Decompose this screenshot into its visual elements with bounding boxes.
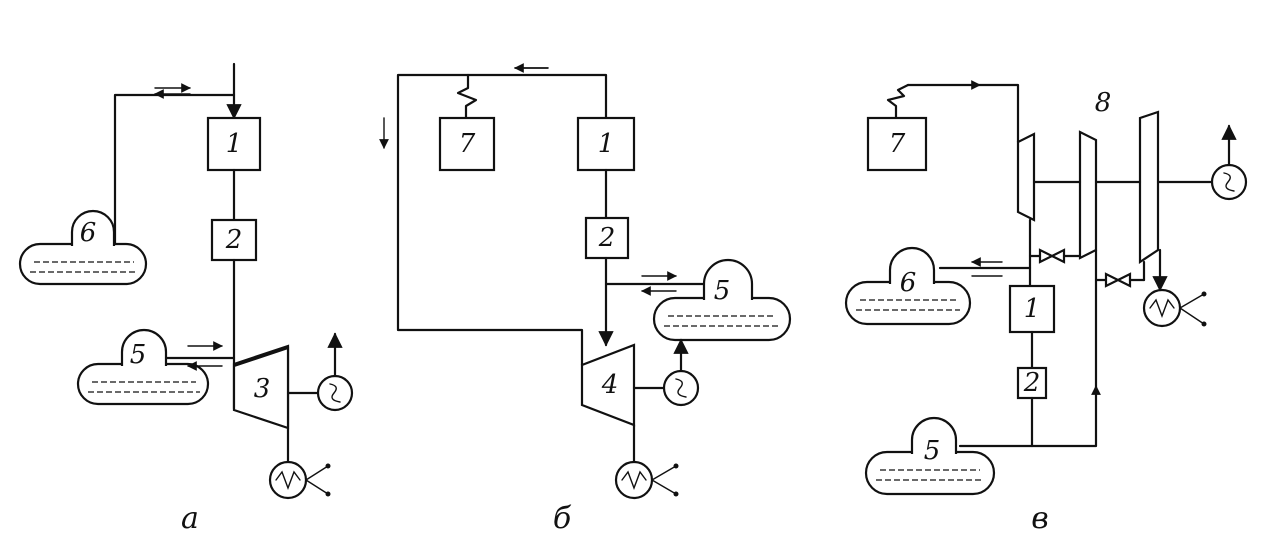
a-generator-s-icon — [329, 383, 341, 403]
c-box-7 — [866, 116, 928, 172]
scheme-b: 7 1 2 5 4 б — [379, 63, 792, 536]
a-condenser-coil-icon — [275, 470, 301, 490]
b-reactor-box — [576, 116, 636, 172]
c-tank-5-label: 5 — [924, 436, 941, 466]
a-reactor-box — [206, 116, 262, 172]
c-reactor-label: 1 — [1024, 294, 1041, 324]
a-tank-6-label: 6 — [80, 218, 97, 248]
c-generator-circle — [1210, 163, 1248, 201]
caption-b: б — [553, 501, 572, 536]
c-cooling-pipe-1 — [1179, 293, 1205, 309]
c-generator-s-icon — [1223, 172, 1235, 192]
caption-c: в — [1031, 501, 1048, 536]
a-tank-6: 6 — [18, 209, 148, 286]
b-zigzag-link — [456, 73, 478, 120]
a-cooling-pipe-2 — [305, 479, 329, 495]
c-tank-5: 5 — [864, 416, 996, 496]
a-pipe-end-1 — [325, 463, 331, 469]
b-pipe-end-2 — [673, 491, 679, 497]
c-cooling-pipe-2 — [1179, 307, 1205, 325]
b-generator-circle — [662, 369, 700, 407]
c-valve-2-right — [1115, 272, 1132, 288]
a-line-to-tank-6 — [113, 93, 236, 249]
c-condenser-coil-icon — [1149, 298, 1175, 318]
c-mp-turbine — [1078, 130, 1098, 260]
b-turbine-label: 4 — [601, 370, 619, 400]
scheme-c: 7 8 6 1 — [844, 80, 1248, 536]
c-return-line — [958, 248, 1098, 448]
b-box-7-label: 7 — [459, 129, 476, 159]
a-reactor-label: 1 — [226, 129, 243, 159]
a-turbine-label: 3 — [254, 374, 271, 404]
c-top-loop — [906, 83, 1020, 144]
b-box-7 — [438, 116, 496, 172]
b-outer-loop — [396, 73, 608, 367]
c-pipe-end-1 — [1201, 291, 1207, 297]
c-label-8: 8 — [1095, 88, 1112, 118]
a-tank-5-label: 5 — [130, 340, 147, 370]
c-valve-1-right — [1049, 248, 1066, 264]
c-tank-6: 6 — [844, 246, 972, 326]
caption-a: а — [181, 501, 199, 536]
a-tank-5: 5 — [76, 328, 210, 406]
scheme-a: 1 2 6 5 3 — [18, 62, 354, 536]
c-pipe-end-2 — [1201, 321, 1207, 327]
c-valve-1-left — [1038, 248, 1055, 264]
b-pipe-end-1 — [673, 463, 679, 469]
b-tank-5-label: 5 — [714, 276, 731, 306]
b-tank-5: 5 — [652, 258, 792, 342]
c-zigzag-link — [886, 83, 910, 120]
c-lp-turbine — [1138, 110, 1160, 265]
b-steam-generator-box — [584, 216, 630, 260]
b-cooling-pipe-2 — [651, 479, 677, 495]
c-valve-2-left — [1104, 272, 1121, 288]
b-steam-generator-label: 2 — [598, 223, 616, 253]
b-generator-s-icon — [675, 378, 687, 398]
c-box-7-label: 7 — [889, 129, 906, 159]
c-steam-generator-label: 2 — [1023, 368, 1041, 398]
c-hp-turbine — [1016, 132, 1036, 222]
b-reactor-label: 1 — [598, 129, 615, 159]
a-steam-generator-label: 2 — [225, 225, 243, 255]
c-tank-6-label: 6 — [900, 268, 917, 298]
a-pipe-end-2 — [325, 491, 331, 497]
a-generator-circle — [316, 374, 354, 412]
b-cooling-pipe-1 — [651, 465, 677, 481]
b-condenser-coil-icon — [621, 470, 647, 490]
a-cooling-pipe-1 — [305, 465, 329, 481]
